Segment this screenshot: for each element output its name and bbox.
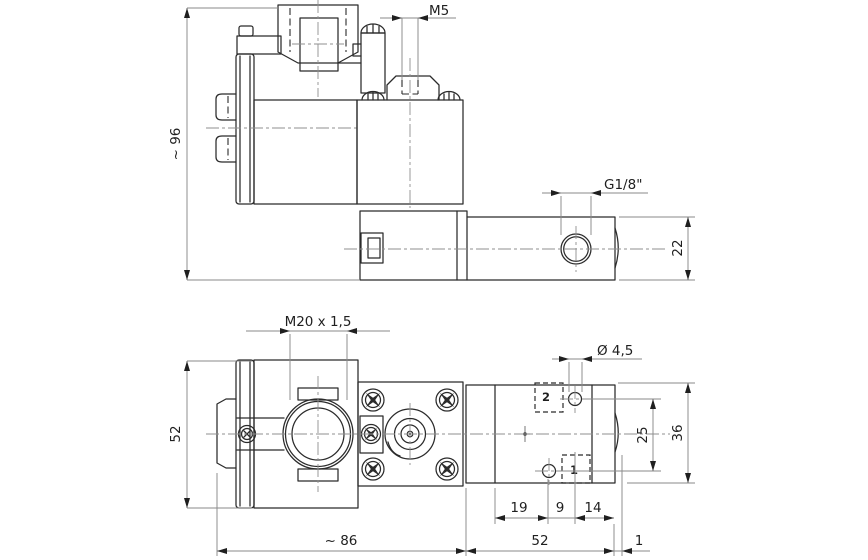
connector-plug [277,0,359,97]
dim-lip-label: 1 [635,533,644,549]
dim-port-thread: G1/8" [542,177,648,235]
dim-body-height: 22 [619,216,695,281]
dim-pitch-19-label: 19 [510,500,527,516]
dim-gland-thread: M20 x 1,5 [246,314,390,400]
dim-end-height: 36 [618,382,695,484]
dim-bottom-row: ~ 86 52 1 [216,455,650,556]
yoke-bracket-left [236,25,282,55]
dim-pitch-14-label: 14 [584,500,601,516]
port-2-symbol [534,382,564,413]
dim-chain-19-9-14: 19 9 14 [494,452,614,524]
pilot-valve-body [356,58,464,208]
dim-hole-offset: 25 [556,398,661,472]
dim-body-length-label: 52 [531,533,548,549]
dim-overall-height-label: ~ 96 [168,128,184,161]
port-1-label: 1 [570,463,578,477]
dim-pitch-9-label: 9 [556,500,565,516]
dim-hole-diameter: Ø 4,5 [552,343,642,392]
phillips-screw [361,457,385,481]
dim-body-width-label: 52 [168,425,184,442]
top-view: ~ 96 M5 G1/8" 22 [168,0,695,281]
solenoid-coil-body [253,99,358,205]
port-1-symbol [561,454,591,484]
phillips-screw [435,457,459,481]
dim-hole-diameter-label: Ø 4,5 [597,343,633,359]
dim-thread-m5: M5 [380,3,456,80]
bottom-view: 2 1 52 M20 x 1,5 Ø 4,5 [168,314,695,556]
phillips-screw [435,388,459,412]
dim-body-width: 52 [168,360,252,509]
dim-hole-offset-label: 25 [635,426,651,443]
dim-body-height-label: 22 [670,239,686,256]
dim-port-thread-label: G1/8" [604,177,642,193]
dim-overall-height: ~ 96 [168,7,360,281]
manifold-body [344,210,668,281]
dim-thread-m5-label: M5 [429,3,449,19]
solenoid-end-plate [215,53,255,205]
port-2-label: 2 [542,390,550,404]
dim-overall-length-label: ~ 86 [325,533,358,549]
dim-end-height-label: 36 [670,424,686,441]
dim-gland-thread-label: M20 x 1,5 [285,314,352,330]
phillips-screw [361,388,385,412]
